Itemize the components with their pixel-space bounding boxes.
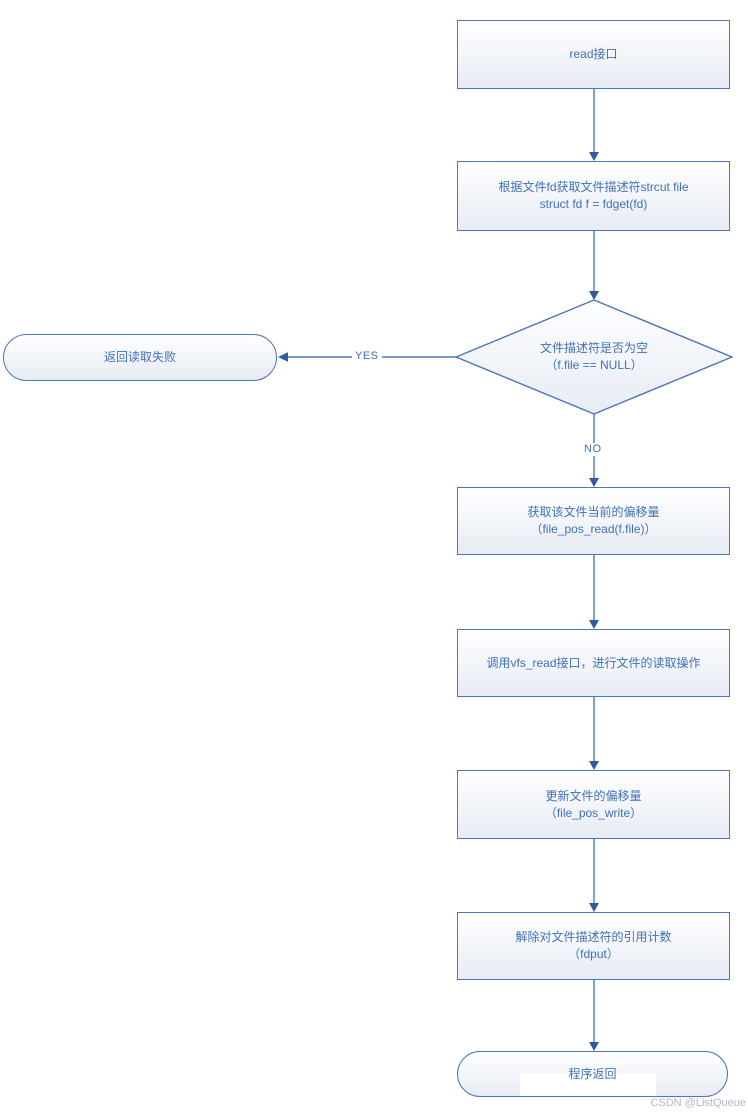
node-getfd-line2: struct fd f = fdget(fd) bbox=[539, 197, 648, 211]
arrowhead-fdput-end bbox=[589, 1042, 599, 1051]
node-vfsread-label: 调用vfs_read接口，进行文件的读取操作 bbox=[486, 655, 701, 670]
node-fail-label: 返回读取失败 bbox=[103, 350, 176, 364]
node-getpos-line2: （file_pos_read(f.file)） bbox=[530, 522, 657, 536]
node-vfsread: 调用vfs_read接口，进行文件的读取操作 bbox=[457, 629, 730, 697]
edge-label-no: NO bbox=[581, 443, 605, 456]
node-updatepos-line2: （file_pos_write） bbox=[544, 805, 643, 820]
node-fdput-line2: （fdput） bbox=[568, 947, 619, 961]
arrowhead-decision-getpos bbox=[589, 478, 599, 487]
node-start: read接口 bbox=[457, 20, 730, 89]
node-decision-label: 文件描述符是否为空 （f.file == NULL） bbox=[456, 300, 732, 414]
node-getfd: 根据文件fd获取文件描述符strcut file struct fd f = f… bbox=[457, 161, 730, 231]
node-end-label: 程序返回 bbox=[568, 1066, 617, 1081]
node-updatepos: 更新文件的偏移量 （file_pos_write） bbox=[457, 770, 730, 839]
watermark: CSDN @ListQueue bbox=[650, 1097, 746, 1109]
arrowhead-getfd-decision bbox=[589, 291, 599, 300]
node-fail: 返回读取失败 bbox=[3, 334, 277, 381]
arrowhead-vfsread-updatepos bbox=[589, 761, 599, 770]
node-fdput-line1: 解除对文件描述符的引用计数 bbox=[515, 930, 672, 944]
node-getfd-line1: 根据文件fd获取文件描述符strcut file bbox=[498, 180, 689, 194]
node-end: 程序返回 bbox=[457, 1051, 728, 1097]
edge-label-yes: YES bbox=[352, 350, 382, 363]
node-getpos-line1: 获取该文件当前的偏移量 bbox=[527, 505, 660, 519]
whiteout-patch bbox=[520, 1073, 656, 1096]
node-updatepos-line1: 更新文件的偏移量 bbox=[545, 788, 642, 803]
arrowhead-start-getfd bbox=[589, 152, 599, 161]
arrowhead-decision-fail bbox=[278, 352, 288, 362]
arrowhead-getpos-vfsread bbox=[589, 620, 599, 629]
arrowhead-updatepos-fdput bbox=[589, 903, 599, 912]
node-start-label: read接口 bbox=[569, 47, 618, 61]
node-decision-line1: 文件描述符是否为空 bbox=[539, 341, 648, 355]
node-fdput: 解除对文件描述符的引用计数 （fdput） bbox=[457, 912, 730, 980]
node-getpos: 获取该文件当前的偏移量 （file_pos_read(f.file)） bbox=[457, 487, 730, 555]
node-decision-line2: （f.file == NULL） bbox=[545, 358, 643, 372]
